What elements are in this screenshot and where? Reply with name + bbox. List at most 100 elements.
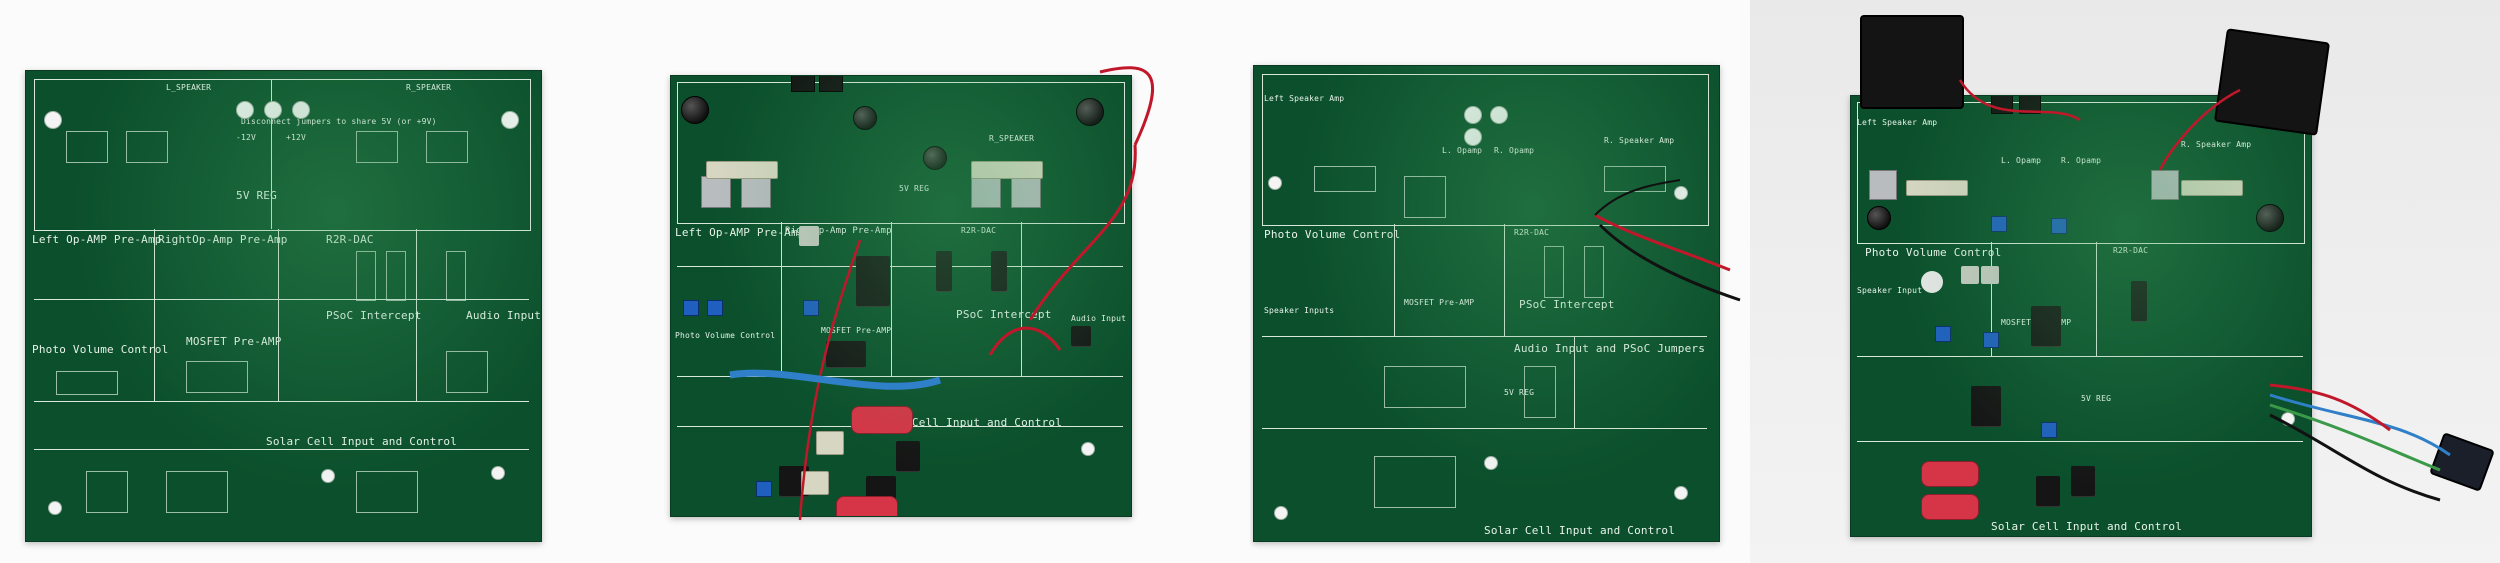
label-speaker-input: Speaker Input: [1857, 286, 1923, 295]
electrolytic-capacitor: [923, 146, 947, 170]
electrolytic-capacitor: [681, 96, 709, 124]
trimpot: [1983, 332, 1999, 348]
footprint: [126, 131, 168, 163]
footprint: [1384, 366, 1466, 408]
label-solar: Solar Cell Input and Control: [1991, 520, 2183, 533]
photoresistor: [1921, 271, 1943, 293]
mount-hole: [292, 101, 310, 119]
label-audio-input: Audio Input: [466, 309, 542, 322]
footprint: [386, 251, 406, 301]
label-r-opamp: R. Opamp: [1494, 146, 1535, 155]
pin-header: [799, 226, 819, 246]
label-r-speaker: R. Speaker Amp: [2181, 140, 2252, 149]
electrolytic-capacitor: [1076, 98, 1104, 126]
pin-header: [1961, 266, 1979, 284]
footprint: [356, 131, 398, 163]
electrolytic-capacitor: [2256, 204, 2284, 232]
regulator-heatsink: [701, 176, 731, 208]
label-photo-volume: Photo Volume Control: [1865, 246, 2002, 259]
ic-chip: [936, 251, 952, 291]
footprint: [86, 471, 128, 513]
mount-hole: [236, 101, 254, 119]
mount-hole: [1081, 442, 1095, 456]
footprint: [356, 251, 376, 301]
label-left-speaker: Left Speaker Amp: [1857, 118, 1938, 127]
footprint: [166, 471, 228, 513]
label-5v-reg: 5V REG: [1504, 388, 1535, 397]
pcb-bare-front: Left Op-AMP Pre-Amp RightOp-Amp Pre-Amp …: [25, 70, 542, 542]
label-psoc: PSoC Intercept: [956, 308, 1052, 321]
trimpot: [756, 481, 772, 497]
footprint: [66, 131, 108, 163]
label-photo-volume: Photo Volume Control: [32, 343, 169, 356]
mount-hole: [1674, 186, 1688, 200]
label-audio-input: Audio Input: [1071, 314, 1127, 323]
silk-top-area: [34, 79, 531, 231]
film-capacitor: [1921, 461, 1979, 487]
mount-hole: [1274, 506, 1288, 520]
footprint: [186, 361, 248, 393]
photo-panel-assembled-front: Left Op-AMP Pre-Amp RightOp-Amp Pre-Amp …: [560, 0, 1250, 563]
photo-panel-assembled-back: Left Speaker Amp R. Speaker Amp L. Opamp…: [1750, 0, 2500, 563]
pin-header: [1981, 266, 1999, 284]
ic-chip: [2036, 476, 2060, 506]
ic-chip: [2131, 281, 2147, 321]
label-r2r: R2R-DAC: [1514, 228, 1550, 237]
label-r2r: R2R-DAC: [961, 226, 997, 235]
footprint: [446, 251, 466, 301]
regulator-heatsink: [741, 176, 771, 208]
label-r-speaker: R_SPEAKER: [406, 83, 452, 92]
pin-header: [1071, 326, 1091, 346]
photo-panel-bare-front: Left Op-AMP Pre-Amp RightOp-Amp Pre-Amp …: [0, 0, 560, 563]
footprint: [356, 471, 418, 513]
trimpot: [1935, 326, 1951, 342]
label-photo-volume: Photo Volume Control: [675, 331, 776, 340]
mount-hole: [501, 111, 519, 129]
regulator-heatsink: [2151, 170, 2179, 200]
power-resistor: [2181, 180, 2243, 196]
label-psoc: PSoC Intercept: [1519, 298, 1615, 311]
electrolytic-capacitor: [853, 106, 877, 130]
mount-hole: [1464, 106, 1482, 124]
label-5v-reg: 5V REG: [236, 189, 277, 202]
barrel-jack: [819, 76, 843, 92]
label-psoc: PSoC Intercept: [326, 309, 422, 322]
power-resistor: [706, 161, 778, 179]
mount-hole: [491, 466, 505, 480]
trimpot: [2051, 218, 2067, 234]
ic-chip: [991, 251, 1007, 291]
regulator-heatsink: [971, 176, 1001, 208]
mount-hole: [48, 501, 62, 515]
ic-chip: [896, 441, 920, 471]
pcb-assembled-front: Left Op-AMP Pre-Amp RightOp-Amp Pre-Amp …: [670, 75, 1132, 517]
label-solar: Solar Cell Input and Control: [1484, 524, 1676, 537]
footprint: [1404, 176, 1446, 218]
mount-hole: [321, 469, 335, 483]
mount-hole: [264, 101, 282, 119]
power-resistor: [1906, 180, 1968, 196]
wires: [729, 66, 1154, 521]
trimpot: [803, 300, 819, 316]
speaker-left: [1860, 15, 1964, 109]
barrel-jack: [791, 76, 815, 92]
footprint: [1374, 456, 1456, 508]
regulator-heatsink: [1869, 170, 1897, 200]
label-5v-reg: 5V REG: [2081, 394, 2112, 403]
pcb-assembled-back: Left Speaker Amp R. Speaker Amp L. Opamp…: [1850, 95, 2312, 537]
ic-chip: [856, 256, 890, 306]
barrel-jack: [2019, 96, 2041, 114]
mount-hole: [1268, 176, 1282, 190]
label-left-preamp: Left Op-AMP Pre-Amp: [675, 226, 805, 239]
label-r2r: R2R-DAC: [2113, 246, 2149, 255]
electrolytic-capacitor: [1867, 206, 1891, 230]
label-speaker-inputs: Speaker Inputs: [1264, 306, 1335, 315]
label-r2r: R2R-DAC: [326, 233, 374, 246]
label-left-speaker: Left Speaker Amp: [1264, 94, 1345, 103]
label-solar: Solar Cell Input and Control: [871, 416, 1063, 429]
power-resistor: [971, 161, 1043, 179]
mount-hole: [1674, 486, 1688, 500]
footprint: [1524, 366, 1556, 418]
pcb-bare-back: Left Speaker Amp R. Speaker Amp L. Opamp…: [1253, 65, 1720, 542]
label-minus-12v: -12V: [236, 133, 257, 142]
photo-panel-bare-back: Left Speaker Amp R. Speaker Amp L. Opamp…: [1250, 0, 1750, 563]
